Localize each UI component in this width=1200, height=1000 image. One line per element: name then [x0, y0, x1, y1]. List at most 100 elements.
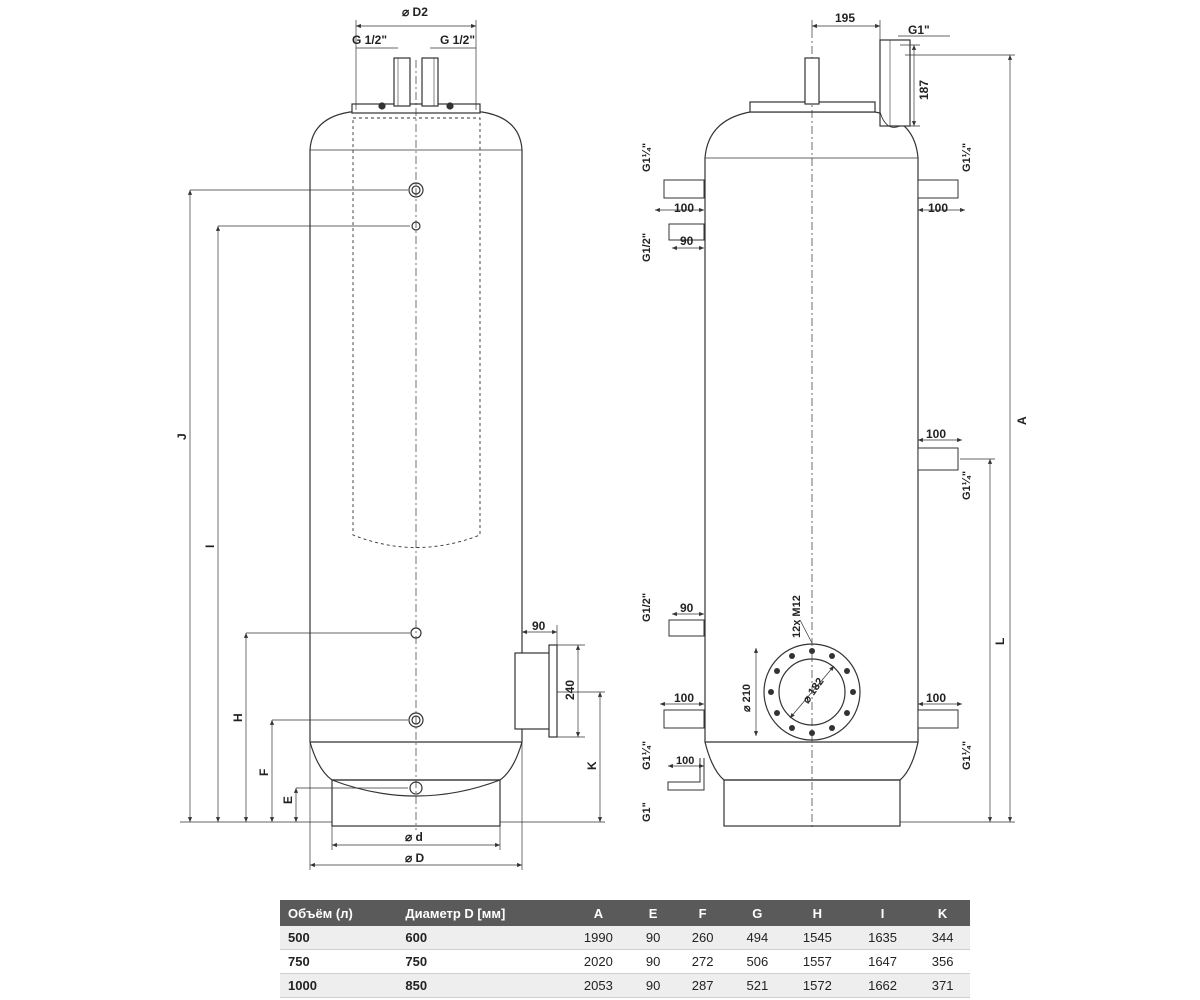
spec-table: Объём (л) Диаметр D [мм] A E F G H I K 5…: [280, 900, 970, 998]
label-g-half-left: G 1/2": [352, 33, 387, 47]
table-header-volume: Объём (л): [280, 900, 398, 926]
side-left-nozzles: [663, 179, 705, 791]
table-row: 1000 850 2053 90 287 521 1572 1662 371: [280, 973, 970, 998]
front-port-5: [409, 781, 423, 795]
manhole-bolts: [768, 648, 856, 736]
table-cell: 90: [631, 973, 676, 998]
table-header-k: K: [915, 900, 970, 926]
table-cell: 600: [397, 926, 566, 950]
table-cell: 356: [915, 949, 970, 974]
front-port-4: [408, 712, 424, 728]
label-dim-d-small: ⌀ d: [405, 830, 423, 844]
table-cell: 1572: [784, 973, 850, 998]
side-bottom-dome: [704, 741, 919, 781]
table-cell: 1557: [784, 949, 850, 974]
label-g114-right-top: G1¼": [961, 143, 973, 172]
table-cell: 521: [729, 973, 785, 998]
label-dim-100-right-top: 100: [928, 201, 948, 215]
front-port-1: [408, 182, 424, 198]
side-tank-shell: [704, 111, 919, 743]
table-cell: 1647: [849, 949, 916, 974]
table-cell: 1662: [849, 973, 916, 998]
label-dim-210: ⌀ 210: [741, 684, 753, 712]
table-cell: 506: [729, 949, 785, 974]
label-dim-187: 187: [917, 80, 931, 100]
table-cell: 500: [280, 926, 398, 950]
label-dim-h: H: [231, 713, 245, 722]
label-g1-top: G1": [908, 23, 930, 37]
table-cell: 2020: [565, 949, 631, 974]
table-cell: 2053: [565, 973, 631, 998]
label-dim-240: 240: [563, 680, 577, 700]
technical-drawing: ⌀ D2 G 1/2" G 1/2" J I H F E K 90 240 ⌀ …: [175, 5, 1029, 870]
side-top-pipe: [804, 57, 820, 105]
label-m12: 12x M12: [791, 595, 803, 638]
label-dim-l: L: [993, 638, 1007, 645]
label-dim-90-left-low: 90: [680, 601, 694, 615]
table-header-h: H: [784, 900, 850, 926]
manhole-inner: [778, 658, 846, 726]
table-cell: 750: [280, 949, 398, 974]
table-cell: 371: [915, 973, 970, 998]
label-dim-90-flange: 90: [532, 619, 546, 633]
table-header-a: A: [565, 900, 631, 926]
label-g12-left-low: G1/2": [641, 593, 653, 622]
label-g114-right-bot: G1¼": [961, 741, 973, 770]
table-cell: 850: [397, 973, 566, 998]
label-dim-a: A: [1015, 416, 1029, 425]
label-dim-100-right-bot: 100: [926, 691, 946, 705]
label-g114-right-mid: G1¼": [961, 471, 973, 500]
label-dim-k: K: [585, 761, 599, 770]
table-header-f: F: [675, 900, 730, 926]
label-dim-195: 195: [835, 11, 855, 25]
table-cell: 1545: [784, 926, 850, 950]
table-header-g: G: [729, 900, 785, 926]
table-cell: 90: [631, 926, 676, 950]
label-g114-left-top: G1¼": [641, 143, 653, 172]
front-tank-shell: [309, 111, 523, 743]
label-d2: ⌀ D2: [402, 5, 428, 19]
table-cell: 344: [915, 926, 970, 950]
table-cell: 1635: [849, 926, 916, 950]
front-top-fitting-left: [393, 57, 411, 107]
table-header-e: E: [631, 900, 676, 926]
front-side-flange: [514, 652, 552, 730]
table-row: 500 600 1990 90 260 494 1545 1635 344: [280, 926, 970, 950]
label-dim-i: I: [203, 545, 217, 548]
label-dim-e: E: [281, 796, 295, 804]
table-cell: 287: [675, 973, 730, 998]
drawing-labels: ⌀ D2 G 1/2" G 1/2" J I H F E K 90 240 ⌀ …: [175, 5, 1029, 865]
label-g114-left-bot: G1¼": [641, 741, 653, 770]
table-cell: 90: [631, 949, 676, 974]
side-view: [655, 20, 1015, 830]
table-header-row: Объём (л) Диаметр D [мм] A E F G H I K: [280, 900, 970, 926]
label-g12-left: G1/2": [641, 233, 653, 262]
label-dim-100-left-bot: 100: [674, 691, 694, 705]
front-port-2: [411, 221, 421, 231]
label-dim-d-large: ⌀ D: [405, 851, 425, 865]
table-cell: 1000: [280, 973, 398, 998]
label-dim-100-left-top: 100: [674, 201, 694, 215]
table-cell: 260: [675, 926, 730, 950]
table-cell: 272: [675, 949, 730, 974]
label-dim-100-bottom: 100: [676, 755, 694, 767]
label-dim-j: J: [175, 433, 189, 440]
manhole-outer: [763, 643, 861, 741]
table-row: 750 750 2020 90 272 506 1557 1647 356: [280, 949, 970, 974]
table-cell: 1990: [565, 926, 631, 950]
table-header-i: I: [849, 900, 916, 926]
table-header-diameter: Диаметр D [мм]: [397, 900, 566, 926]
front-view: [180, 20, 605, 870]
side-top-fitting: [879, 39, 911, 127]
side-right-nozzles: [917, 179, 959, 729]
label-g1-bottom: G1": [641, 802, 653, 822]
table-cell: 494: [729, 926, 785, 950]
label-dim-f: F: [257, 769, 271, 776]
front-top-fitting-right: [421, 57, 439, 107]
table-cell: 750: [397, 949, 566, 974]
label-dim-182: ⌀ 182: [801, 676, 827, 706]
front-port-3: [410, 627, 422, 639]
label-dim-90-left: 90: [680, 234, 694, 248]
label-g-half-right: G 1/2": [440, 33, 475, 47]
label-dim-100-right-mid: 100: [926, 427, 946, 441]
